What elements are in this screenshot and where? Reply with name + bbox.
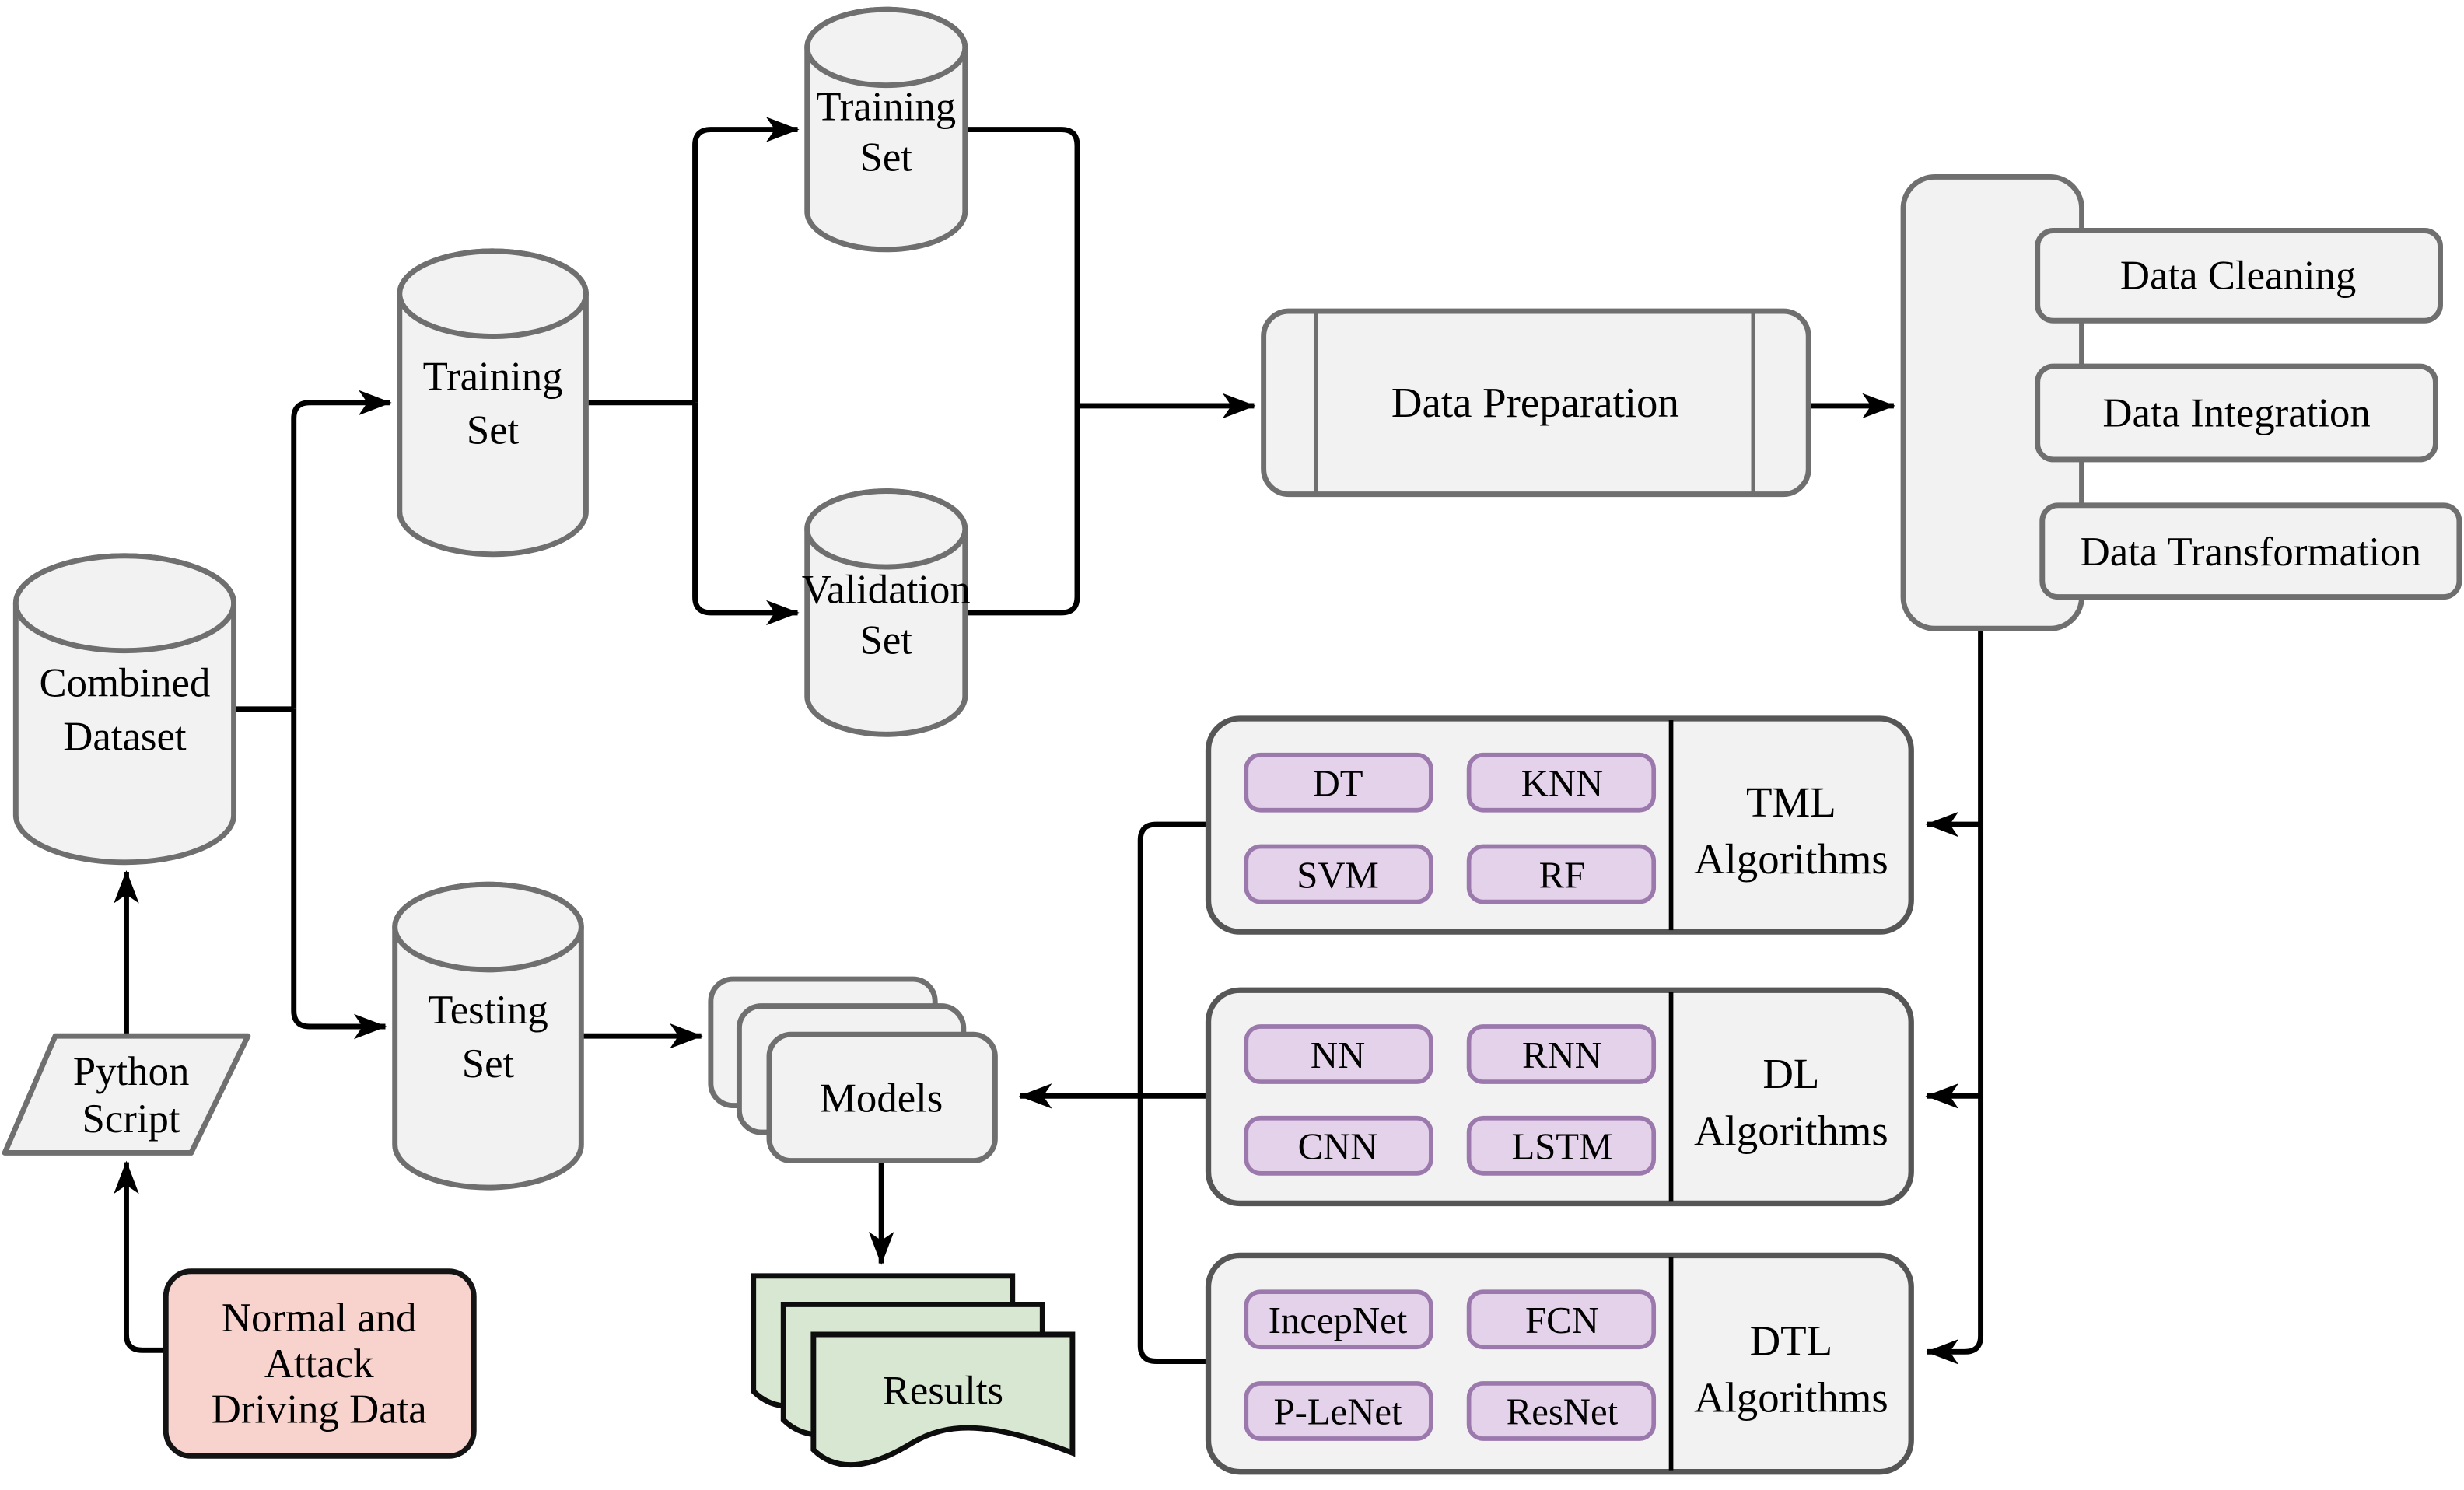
combined-dataset-label-line1: Combined [39,661,210,706]
validation-set-node: Validation Set [802,488,971,737]
data-preparation-box [1261,308,1811,498]
edge-split2-to-validation [692,402,800,626]
python-script-node: Python Script [2,1033,251,1156]
edge-container-to-dtl [1925,628,1984,1365]
results-label: Results [883,1368,1003,1413]
dl-algorithms-node: NN RNN CNN LSTM DL Algorithms [1205,987,1914,1207]
driving-data-label-line2: Attack [264,1341,374,1387]
dtl-chip-plenet-label: P-LeNet [1274,1391,1403,1433]
preparation-steps-group: Data Cleaning Data Integration Data Tran… [1900,173,2462,631]
training-set-main-label-line2: Set [467,408,520,453]
dtl-chip-fcn [1466,1289,1657,1350]
validation-set-label-line1: Validation [802,568,971,613]
data-transformation-label: Data Transformation [2081,530,2421,575]
cylinder-top [392,881,584,973]
tml-chip-svm [1244,844,1433,904]
dtl-label-line1: DTL [1750,1317,1833,1364]
dtl-algorithms-node: IncepNet FCN P-LeNet ResNet DTL Algorith… [1205,1252,1914,1475]
models-label: Models [820,1076,943,1121]
edge-drivingdata-to-python [114,1160,166,1353]
dl-chip-cnn [1244,1115,1433,1176]
python-script-label-line2: Script [82,1097,180,1142]
tml-label-line2: Algorithms [1694,835,1888,883]
combined-dataset-label-line2: Dataset [63,715,187,760]
edge-merge-train-validation [964,127,1080,616]
data-preparation-node: Data Preparation [1261,308,1811,498]
tml-chip-rf-label: RF [1539,854,1586,896]
tml-chip-rf [1466,844,1657,904]
training-set-sub-label-line1: Training [816,84,956,129]
combined-dataset-node: Combined Dataset [12,553,237,866]
driving-data-label-line3: Driving Data [212,1387,427,1432]
validation-set-label-line2: Set [860,618,913,663]
python-script-label-line1: Python [73,1049,190,1094]
dl-chip-cnn-label: CNN [1298,1126,1378,1168]
driving-data-label-line1: Normal and [222,1296,417,1341]
training-set-main-label-line1: Training [423,355,563,400]
dl-chip-nn [1244,1024,1433,1084]
data-integration-box [2035,363,2438,463]
edge-split-to-testing [291,708,387,1040]
data-integration-label: Data Integration [2102,390,2370,435]
edge-split-to-training [291,390,392,709]
dtl-chip-incepnet [1244,1289,1433,1350]
dtl-label-line2: Algorithms [1694,1373,1888,1421]
dl-chip-rnn-label: RNN [1522,1034,1602,1076]
driving-data-box [163,1268,477,1459]
tml-chip-svm-label: SVM [1297,854,1379,896]
tml-chip-knn-label: KNN [1521,762,1604,804]
dtl-chip-incepnet-label: IncepNet [1269,1299,1408,1341]
testing-set-label-line2: Set [462,1041,515,1086]
cylinder-top [804,6,968,89]
training-set-sub-node: Training Set [804,6,968,253]
tml-algorithms-node: DT KNN SVM RF TML Algorithms [1205,715,1914,935]
edge-split2-to-training-sub [692,117,800,403]
results-node: Results [751,1273,1076,1467]
data-preparation-label: Data Preparation [1391,379,1679,426]
models-box-front [766,1031,998,1164]
dl-chip-lstm-label: LSTM [1511,1126,1612,1168]
dtl-chip-fcn-label: FCN [1525,1299,1599,1341]
cylinder-top [397,248,589,340]
cylinder-top [804,488,968,570]
dl-chip-rnn [1466,1024,1657,1084]
driving-data-node: Normal and Attack Driving Data [163,1268,477,1459]
results-doc-front [810,1331,1076,1467]
dl-label-line2: Algorithms [1694,1107,1888,1154]
testing-set-node: Testing Set [392,881,584,1191]
training-set-main-node: Training Set [397,248,589,558]
data-transformation-box [2039,502,2462,600]
data-cleaning-box [2035,228,2443,324]
tml-chip-dt-label: DT [1313,762,1363,804]
dtl-chip-resnet [1466,1381,1657,1441]
dl-chip-lstm [1466,1115,1657,1176]
tml-label-line1: TML [1746,778,1836,826]
tml-chip-dt [1244,752,1433,813]
dtl-chip-resnet-label: ResNet [1507,1391,1619,1433]
parallelogram [2,1033,251,1156]
edge-algorithms-bus [1137,821,1209,1364]
training-set-sub-label-line2: Set [860,135,913,180]
models-node: Models [708,976,998,1164]
dtl-chip-plenet [1244,1381,1433,1441]
data-cleaning-label: Data Cleaning [2120,254,2356,299]
dl-label-line1: DL [1762,1050,1819,1097]
testing-set-label-line1: Testing [428,988,548,1033]
tml-chip-knn [1466,752,1657,813]
dl-chip-nn-label: NN [1311,1034,1365,1076]
cylinder-top [12,553,237,654]
